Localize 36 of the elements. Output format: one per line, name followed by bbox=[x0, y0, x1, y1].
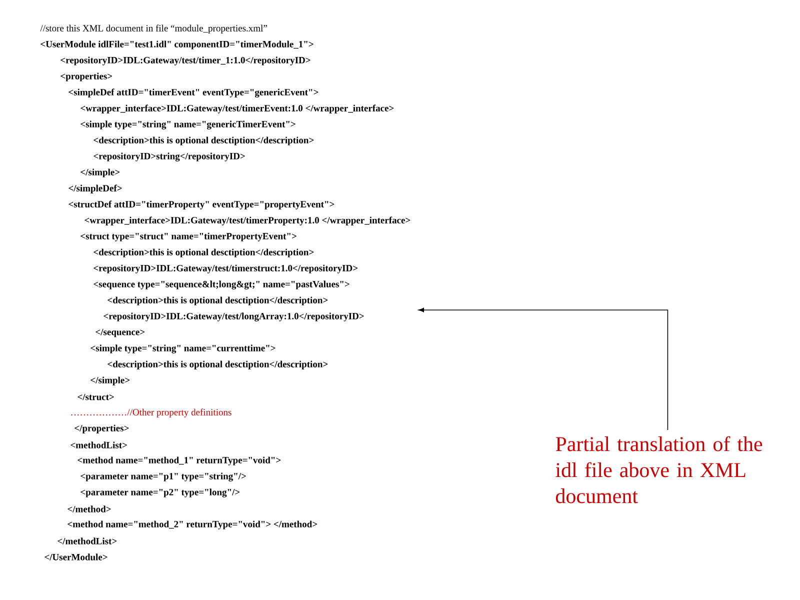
code-line: </simple> bbox=[90, 376, 130, 386]
code-comment: ………………//Other property definitions bbox=[71, 408, 232, 418]
code-line: <method name="method_1" returnType="void"> bbox=[78, 456, 281, 466]
code-line: </struct> bbox=[78, 394, 114, 400]
code-line: <UserModule idlFile="test1.idl" componentID="timerModule_1"> bbox=[40, 40, 314, 50]
code-line: </UserModule> bbox=[44, 554, 108, 560]
code-line: <method name="method_2" returnType="void"> </method> bbox=[68, 520, 318, 530]
code-line: <simple type="string" name="currenttime"> bbox=[90, 344, 276, 354]
callout-text: Partial translation of the idl file above in XML document bbox=[556, 436, 762, 504]
code-line: <struct type="struct" name="timerPropertyEvent"> bbox=[80, 232, 296, 242]
code-line: <description>this is optional desctiption</description> bbox=[94, 248, 314, 258]
code-line: <sequence type="sequence&lt;long&gt;" name="pastValues"> bbox=[94, 280, 350, 290]
code-line: <repositoryID>IDL:Gateway/test/timerstruct:1.0</repositoryID> bbox=[94, 264, 358, 274]
code-line: <repositoryID>IDL:Gateway/test/timer_1:1.0</repositoryID> bbox=[60, 56, 310, 66]
code-line: <repositoryID>string</repositoryID> bbox=[94, 152, 245, 162]
code-line: <structDef attID="timerProperty" eventType="propertyEvent"> bbox=[68, 200, 334, 210]
code-line: <parameter name="p1" type="string"/> bbox=[80, 472, 246, 482]
code-line: </simpleDef> bbox=[68, 184, 122, 194]
code-line: <simple type="string" name="genericTimerEvent"> bbox=[80, 120, 296, 130]
code-line: <properties> bbox=[60, 72, 112, 82]
code-line: </methodList> bbox=[58, 538, 117, 544]
code-line: <description>this is optional desctiption</description> bbox=[108, 296, 328, 306]
code-line: </method> bbox=[68, 506, 111, 512]
code-line: </simple> bbox=[80, 168, 120, 178]
code-line: <description>this is optional desctiption</description> bbox=[108, 360, 328, 370]
code-line: </sequence> bbox=[96, 328, 145, 338]
code-line: <simpleDef attID="timerEvent" eventType="genericEvent"> bbox=[68, 88, 318, 98]
code-line: <methodList> bbox=[70, 442, 127, 448]
code-line: <wrapper_interface>IDL:Gateway/test/timerEvent:1.0 </wrapper_interface> bbox=[80, 104, 394, 114]
code-line: </properties> bbox=[74, 424, 129, 434]
code-line: <description>this is optional desctiption</description> bbox=[94, 136, 314, 146]
code-line: <wrapper_interface>IDL:Gateway/test/timerProperty:1.0 </wrapper_interface> bbox=[84, 216, 410, 226]
arrow bbox=[418, 308, 668, 430]
code-line: <parameter name="p2" type="long"/> bbox=[80, 488, 240, 498]
code-comment: //store this XML document in file “module_properties.xml” bbox=[40, 24, 267, 34]
code-line: <repositoryID>IDL:Gateway/test/longArray:1.0</repositoryID> bbox=[104, 312, 364, 322]
